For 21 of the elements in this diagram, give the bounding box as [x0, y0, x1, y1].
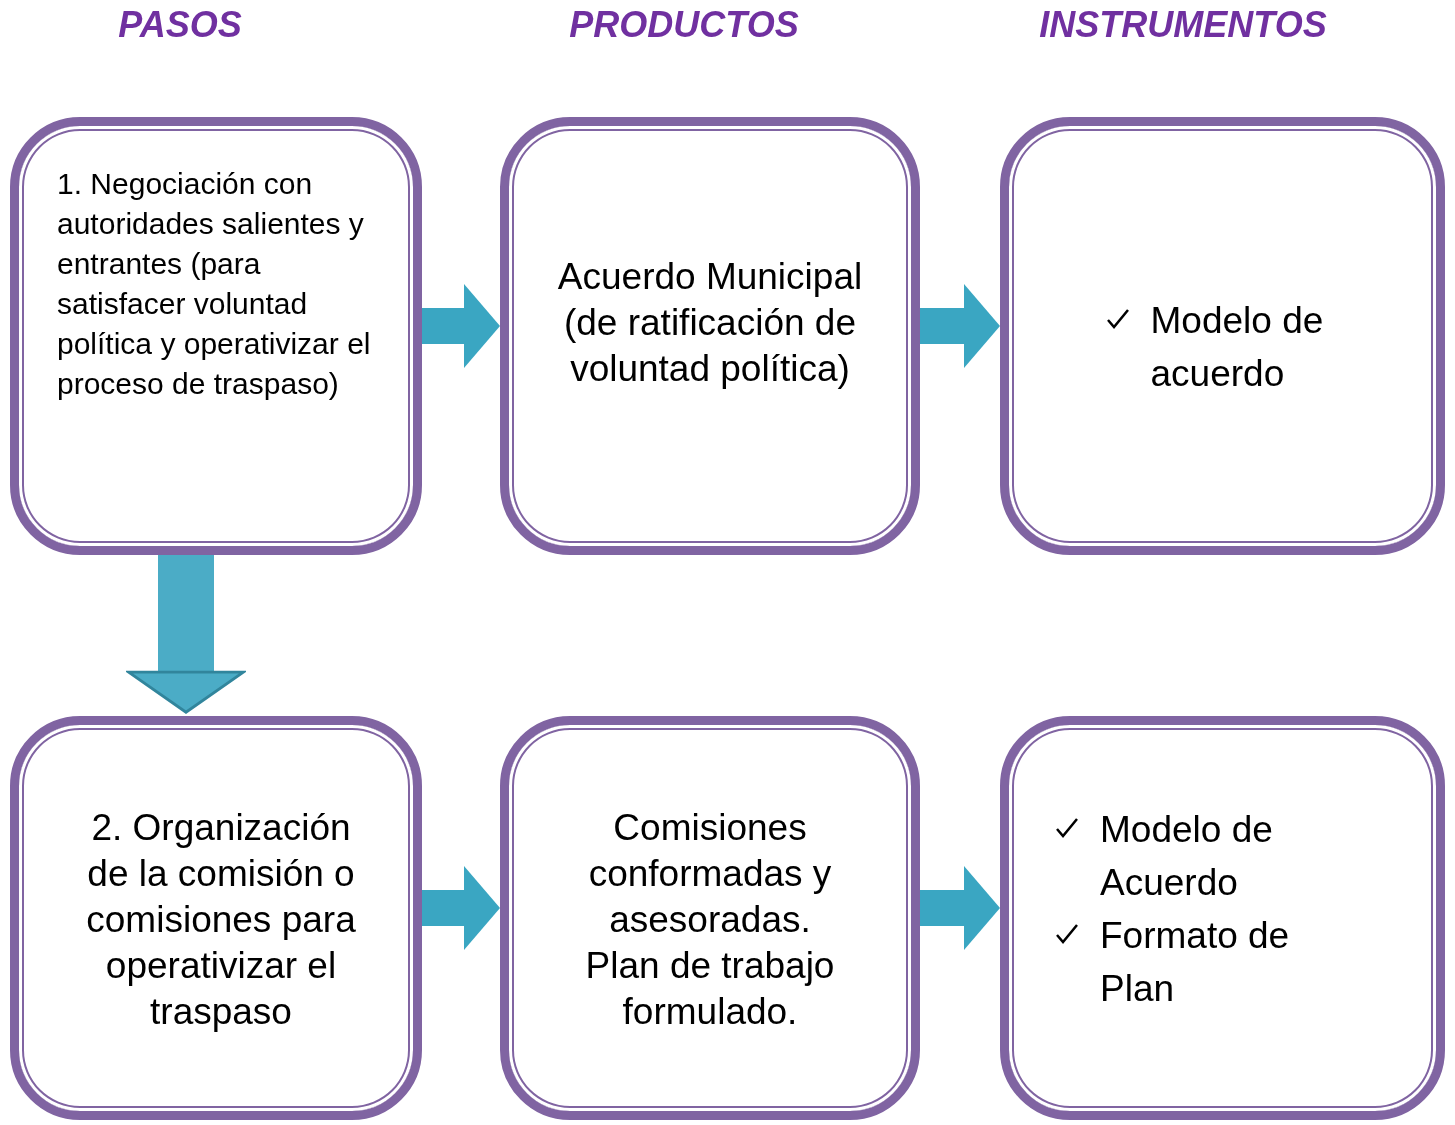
block-arrow — [422, 866, 500, 950]
rounded-box — [500, 117, 920, 555]
rounded-box — [10, 117, 422, 555]
rounded-box — [1000, 117, 1445, 555]
box-text: 2. Organización de la comisión o comisiones para operativizar el traspaso — [85, 806, 357, 1034]
rounded-box — [500, 716, 920, 1120]
column-heading: PRODUCTOS — [568, 4, 800, 46]
column-heading: PASOS — [117, 4, 243, 46]
box-text: 1. Negociación con autoridades salientes y entrantes (para satisfacer voluntad política y operativizar el proceso de traspaso) — [57, 166, 372, 402]
block-arrow — [127, 555, 245, 714]
list-item-text: Modelo de Acuerdo — [1100, 808, 1274, 905]
block-arrow — [920, 866, 1000, 950]
box-text: Comisiones conformadas y asesoradas. Plan de trabajo formulado. — [584, 806, 836, 1034]
block-arrow — [422, 284, 500, 368]
list-item-text: Modelo de acuerdo — [1150, 299, 1325, 396]
box-text: Acuerdo Municipal (de ratificación de voluntad política) — [556, 255, 864, 391]
block-arrow — [920, 284, 1000, 368]
column-heading: INSTRUMENTOS — [1038, 4, 1328, 46]
rounded-box — [10, 716, 422, 1120]
list-item-text: Formato de Plan — [1100, 914, 1291, 1011]
rounded-box — [1000, 716, 1445, 1120]
